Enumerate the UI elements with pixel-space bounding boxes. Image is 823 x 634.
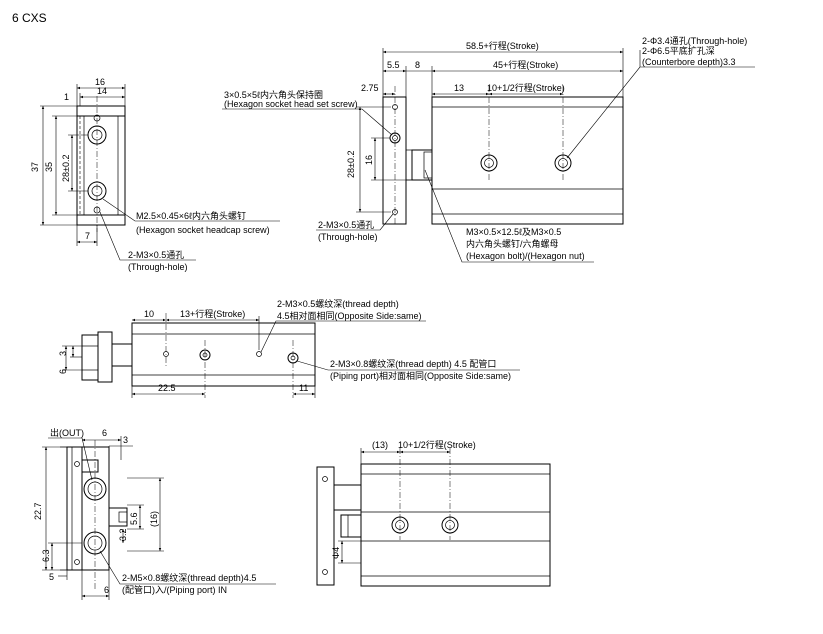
dim-3-top: 3: [123, 435, 128, 445]
dim-2-75: 2.75: [361, 83, 379, 93]
callout-counterbore-line3: (Counterbore depth)3.3: [642, 57, 736, 67]
dim-width-16: 16: [95, 77, 105, 87]
label-out-port: 出(OUT): [50, 427, 84, 438]
dim-22-5: 22.5: [158, 383, 176, 393]
dim-22-7: 22.7: [33, 502, 43, 520]
callout-plate-hole-line2: (Through-hole): [318, 232, 378, 242]
callout-set-screw-line1: 3×0.5×5ℓ内六角头保持圈: [224, 89, 323, 100]
dim-height-35: 35: [44, 162, 54, 172]
dim-hole-pitch: 28±0.2: [61, 155, 71, 182]
dim-5-5: 5.5: [387, 60, 400, 70]
callout-counterbore-line2: 2-Φ6.5平底扩孔深: [642, 45, 715, 56]
dim-hole-pitch-stroke: 10+1/2行程(Stroke): [487, 82, 565, 93]
callout-port-line2: (配管口)入/(Piping port) IN: [122, 584, 227, 595]
dim-body-length: 45+行程(Stroke): [493, 59, 558, 70]
dim-13-ref: (13): [372, 440, 388, 450]
dim-phi-4: Φ4: [331, 547, 341, 559]
dim-13: 13: [454, 83, 464, 93]
middle-bottom-view: 10 13+行程(Stroke) 6 3 22.5 11 2-M3×0.5螺纹深…: [58, 298, 520, 398]
callout-bolt-line1: M3×0.5×12.5ℓ及M3×0.5: [466, 227, 561, 237]
dim-10: 10: [144, 309, 154, 319]
dim-5-6: 5.6: [129, 512, 139, 525]
callout-piping-line1: 2-M3×0.8螺纹深(thread depth) 4.5 配管口: [330, 358, 496, 369]
callout-through-hole-line2: (Through-hole): [128, 262, 188, 272]
callout-bolt-line3: (Hexagon bolt)/(Hexagon nut): [466, 251, 585, 261]
dim-6: 6: [58, 369, 68, 374]
dim-6-bottom: 6: [104, 585, 109, 595]
callout-counterbore-line1: 2-Φ3.4通孔(Through-hole): [642, 36, 747, 46]
dim-16-ref: (16): [149, 511, 159, 527]
callout-bolt-line2: 内六角头螺钉/六角螺母: [466, 238, 559, 249]
dim-3: 3: [58, 351, 68, 356]
dim-13-stroke: 13+行程(Stroke): [180, 308, 245, 319]
callout-thread-line2: 4.5相对面相同(Opposite Side:same): [277, 310, 422, 321]
top-right-side-view: 58.5+行程(Stroke) 5.5 8 45+行程(Stroke) 2.75…: [222, 36, 755, 263]
dim-width-14: 14: [97, 86, 107, 96]
dim-height-37: 37: [30, 162, 40, 172]
drawing-title: 6 CXS: [12, 11, 47, 25]
dim-3-2: 3.2: [118, 528, 128, 541]
callout-through-hole-line1: 2-M3×0.5通孔: [128, 250, 184, 260]
dim-8: 8: [415, 60, 420, 70]
dim-hole-pitch-stroke-bottom: 10+1/2行程(Stroke): [398, 439, 476, 450]
callout-cap-screw-line1: M2.5×0.45×6ℓ内六角头螺钉: [136, 210, 246, 221]
dim-overall-length: 58.5+行程(Stroke): [466, 40, 539, 51]
dim-6-top: 6: [102, 428, 107, 438]
dim-5: 5: [49, 572, 54, 582]
dim-plate-pitch: 28±0.2: [346, 151, 356, 178]
dim-16: 16: [364, 155, 374, 165]
callout-thread-line1: 2-M3×0.5螺纹深(thread depth): [277, 298, 399, 309]
bottom-left-end-view: 出(OUT) 6 3 22.7 5.6 (16) 3.2 6.3 5 6 2-M…: [33, 427, 276, 600]
dim-11: 11: [299, 383, 308, 393]
callout-cap-screw-line2: (Hexagon socket headcap screw): [136, 225, 270, 235]
dim-hole-offset-7: 7: [85, 231, 90, 241]
top-left-end-view: 16 14 1 37 35 28±0.2 7 M2.5×0.45×6ℓ内六角头螺…: [30, 77, 280, 272]
callout-port-line1: 2-M5×0.8螺纹深(thread depth)4.5: [122, 572, 256, 583]
dim-6-3: 6.3: [41, 549, 51, 562]
callout-set-screw-line2: (Hexagon socket head set screw): [224, 99, 358, 109]
bottom-right-side-view: (13) 10+1/2行程(Stroke) Φ4: [316, 439, 551, 587]
dim-offset-1: 1: [64, 92, 69, 102]
callout-plate-hole-line1: 2-M3×0.5通孔: [318, 220, 374, 230]
callout-piping-line2: (Piping port)相对面相同(Opposite Side:same): [330, 370, 511, 381]
